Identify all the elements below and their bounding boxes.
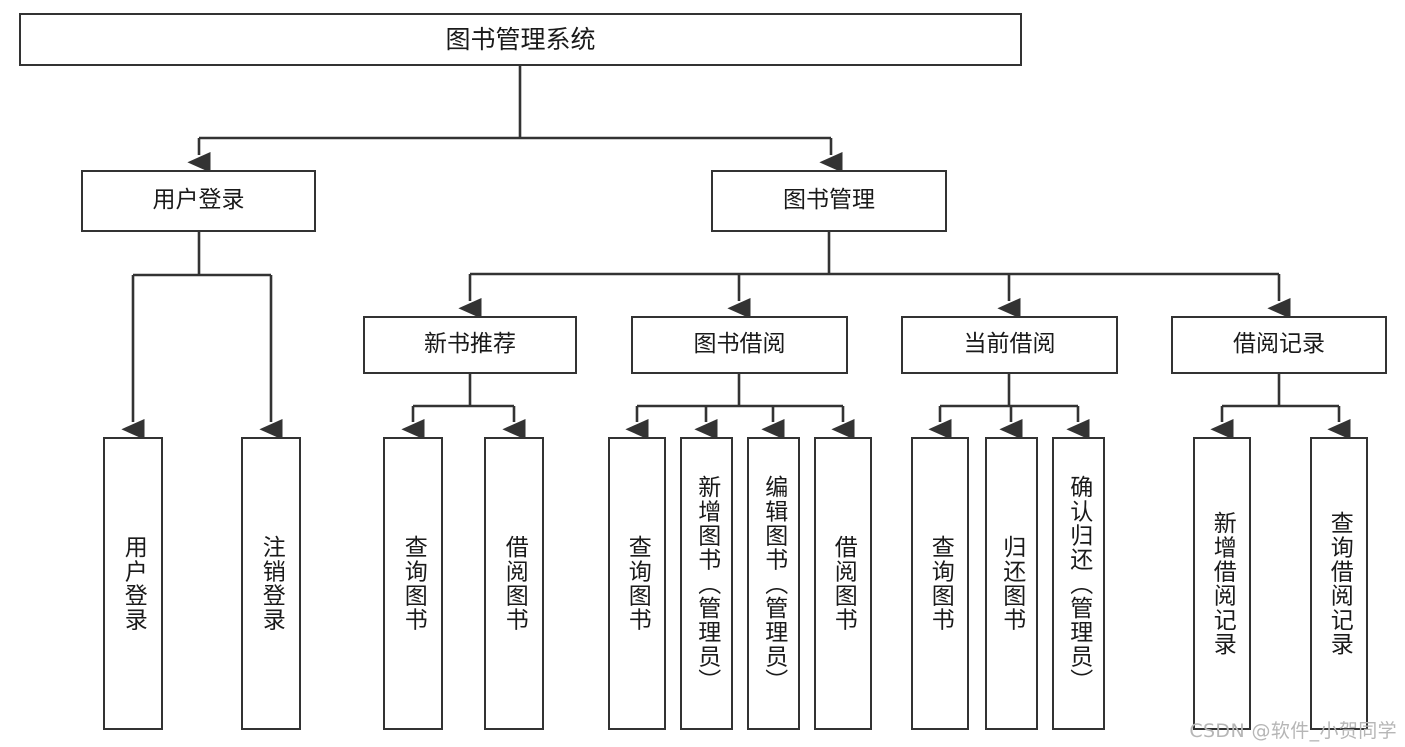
node-label: 当前借阅: [963, 331, 1056, 358]
node-label: 借阅记录: [1233, 331, 1325, 358]
node-label: 借阅图书: [501, 535, 528, 632]
node-book-manage[interactable]: 图书管理: [711, 170, 947, 232]
node-label: 用户登录: [120, 535, 147, 632]
node-label: 查询借阅记录: [1326, 511, 1353, 656]
node-label: 新书推荐: [424, 331, 516, 358]
node-leaf-edit-book[interactable]: 编辑图书（管理员）: [747, 437, 800, 730]
node-leaf-add-record[interactable]: 新增借阅记录: [1193, 437, 1251, 730]
edges-new-book-rec-to-leaves: [401, 374, 526, 440]
edges-book-borrow-to-leaves: [625, 374, 855, 440]
node-label: 新增借阅记录: [1209, 511, 1236, 656]
node-leaf-add-book[interactable]: 新增图书（管理员）: [680, 437, 733, 730]
node-new-book-rec[interactable]: 新书推荐: [363, 316, 577, 374]
node-label: 归还图书: [998, 535, 1025, 632]
node-current-borrow[interactable]: 当前借阅: [901, 316, 1118, 374]
node-user-login[interactable]: 用户登录: [81, 170, 316, 232]
node-leaf-logout[interactable]: 注销登录: [241, 437, 301, 730]
edges-borrow-record-to-leaves: [1210, 374, 1351, 440]
node-book-borrow[interactable]: 图书借阅: [631, 316, 848, 374]
node-label: 查询图书: [927, 535, 954, 632]
node-label: 借阅图书: [830, 535, 857, 632]
node-leaf-query-book[interactable]: 查询图书: [608, 437, 666, 730]
watermark-text: CSDN @软件_小贺同学: [1189, 720, 1397, 742]
node-label: 编辑图书（管理员）: [760, 474, 787, 693]
node-leaf-query-book-rec[interactable]: 查询图书: [383, 437, 443, 730]
node-label: 用户登录: [152, 187, 245, 214]
node-label: 新增图书（管理员）: [693, 474, 720, 693]
node-label: 图书管理: [783, 187, 875, 214]
node-root-system[interactable]: 图书管理系统: [19, 13, 1022, 66]
node-leaf-borrow-book[interactable]: 借阅图书: [814, 437, 872, 730]
node-label: 图书借阅: [693, 331, 786, 358]
edges-current-borrow-to-leaves: [928, 374, 1090, 440]
node-label: 查询图书: [624, 535, 651, 632]
node-leaf-query-record[interactable]: 查询借阅记录: [1310, 437, 1368, 730]
node-label: 确认归还（管理员）: [1065, 474, 1092, 693]
edges-root-to-level2: [187, 66, 843, 173]
node-borrow-record[interactable]: 借阅记录: [1171, 316, 1387, 374]
node-leaf-borrow-book-rec[interactable]: 借阅图书: [484, 437, 544, 730]
node-label: 图书管理系统: [445, 24, 596, 54]
node-leaf-user-login[interactable]: 用户登录: [103, 437, 163, 730]
node-leaf-return-book[interactable]: 归还图书: [985, 437, 1038, 730]
node-leaf-query-book-cur[interactable]: 查询图书: [911, 437, 969, 730]
node-leaf-confirm-return[interactable]: 确认归还（管理员）: [1052, 437, 1105, 730]
node-label: 注销登录: [258, 535, 285, 632]
edges-user-login-to-leaves: [121, 232, 283, 440]
edges-book-manage-to-level3: [458, 232, 1291, 319]
node-label: 查询图书: [400, 535, 427, 632]
